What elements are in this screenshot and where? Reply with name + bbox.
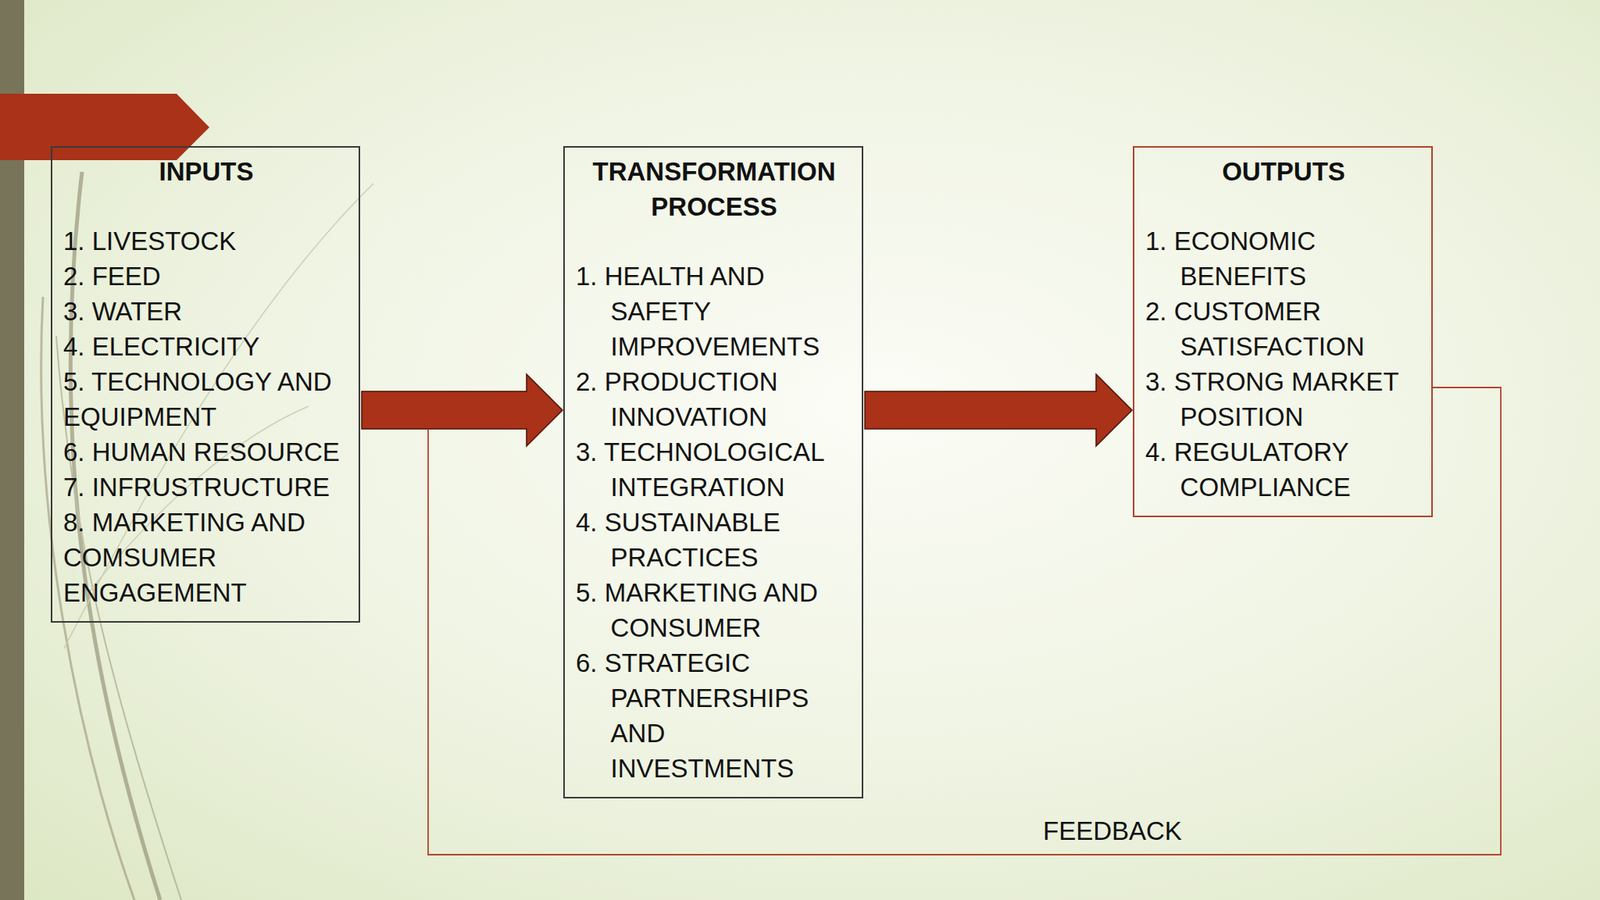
outputs-box: OUTPUTS 1. ECONOMIC BENEFITS2. CUSTOMER S… <box>1132 146 1433 518</box>
title-tab <box>0 93 210 161</box>
inputs-box: INPUTS 1. LIVESTOCK2. FEED3. WATER4. ELEC… <box>50 146 361 623</box>
list-item: 4. ELECTRICITY <box>63 328 350 365</box>
box-heading: TRANSFORMATION PROCESS <box>575 153 853 225</box>
list-item: 5. MARKETING AND CONSUMER <box>575 575 853 646</box>
list-item: 2. FEED <box>63 258 350 294</box>
grass-curves <box>41 171 374 900</box>
list-item: 4. SUSTAINABLE PRACTICES <box>575 504 853 575</box>
list-item: 3. STRONG MARKET POSITION <box>1145 364 1422 435</box>
box-heading: OUTPUTS <box>1145 153 1422 190</box>
list-item: 6. STRATEGIC PARTNERSHIPS AND INVESTMENT… <box>575 645 853 786</box>
list-item: 2. PRODUCTION INNOVATION <box>575 364 853 435</box>
feedback-line <box>428 387 1501 855</box>
list-item: 7. INFRUSTRUCTURE <box>63 469 350 505</box>
list-item: 3. TECHNOLOGICAL INTEGRATION <box>575 434 853 505</box>
list-item: 8. MARKETING AND COMSUMER ENGAGEMENT <box>63 504 350 611</box>
flow-arrow <box>864 374 1133 447</box>
list-item: 1. LIVESTOCK <box>63 223 350 259</box>
list-item: 5. TECHNOLOGY AND EQUIPMENT <box>63 364 350 435</box>
box-heading: INPUTS <box>63 153 350 190</box>
list-item: 1. ECONOMIC BENEFITS <box>1145 223 1422 294</box>
list-item: 4. REGULATORY COMPLIANCE <box>1145 434 1422 505</box>
flow-arrow <box>361 374 563 447</box>
edge-label: FEEDBACK <box>1042 815 1183 847</box>
list-item: 1. HEALTH AND SAFETY IMPROVEMENTS <box>575 258 853 365</box>
process-box: TRANSFORMATION PROCESS 1. HEALTH AND SAFE… <box>563 146 864 799</box>
list-item: 6. HUMAN RESOURCE <box>63 434 350 470</box>
list-item: 2. CUSTOMER SATISFACTION <box>1145 293 1422 365</box>
list-item: 3. WATER <box>63 293 350 329</box>
